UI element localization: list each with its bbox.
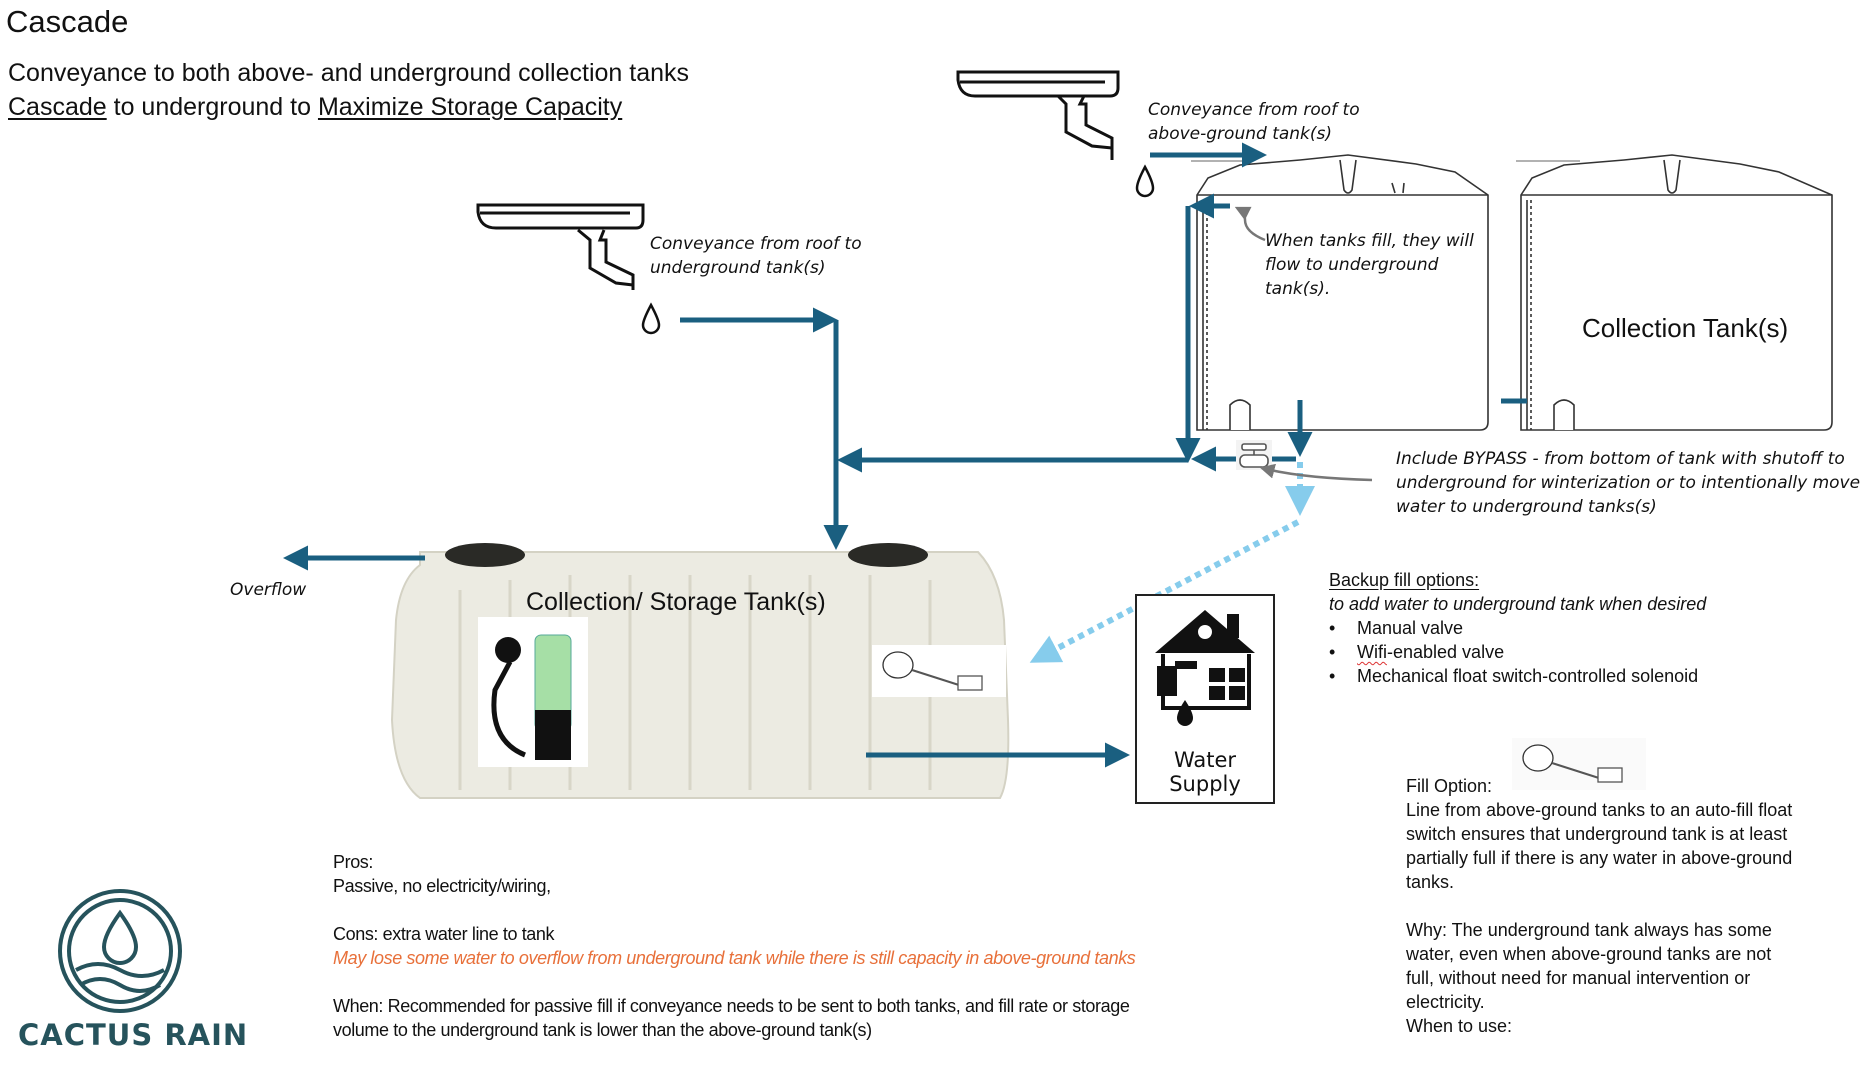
fill-option-desc-3: partially full if there is any water in … [1406,848,1793,868]
backup-option-mechanical: Mechanical float switch-controlled solen… [1329,664,1706,688]
cons-warning: May lose some water to overflow from und… [333,948,1136,968]
fill-option-why-3: full, without need for manual interventi… [1406,968,1751,988]
fill-option-why-4: electricity. [1406,992,1485,1012]
note-tanks-fill: When tanks fill, they will flow to under… [1265,231,1474,299]
note-bypass: Include BYPASS - from bottom of tank wit… [1396,449,1861,517]
float-switch-image [478,617,588,767]
gutter-icon-aboveground [956,70,1120,160]
fill-option-label: Fill Option: [1406,776,1493,796]
backup-option-manual: Manual valve [1329,616,1706,640]
backup-fill-section: Backup fill options: to add water to und… [1329,568,1706,688]
when-line-2: volume to the underground tank is lower … [333,1020,872,1040]
collection-tanks-label: Collection Tank(s) [1582,313,1789,343]
callout-arrow-bypass [1259,463,1373,482]
dotted-pipe-to-float [1029,519,1300,663]
note-roof-to-underground: Conveyance from roof to underground tank… [650,234,862,278]
backup-options-list: Manual valve Wifi-enabled valve Mechanic… [1329,616,1706,688]
storage-tank-label: Collection/ Storage Tank(s) [526,588,826,616]
subtitle-line-1: Conveyance to both above- and undergroun… [8,59,690,87]
maximize-storage-link-text: Maximize Storage Capacity [317,93,623,121]
fill-option-desc-2: switch ensures that underground tank is … [1406,824,1788,844]
float-valve-image-tank [872,645,1006,697]
fill-option-section: Fill Option: Line from above-ground tank… [1406,774,1792,1038]
aboveground-tank-2 [1520,154,1833,431]
pros-text: Passive, no electricity/wiring, [333,876,551,896]
page-title: Cascade [6,4,129,39]
water-supply-box: Water Supply [1135,594,1275,804]
subtitle-line-2: Cascade to underground to Maximize Stora… [8,90,622,124]
pros-cons-section: Pros: Passive, no electricity/wiring, Co… [333,850,1136,1042]
backup-subheading: to add water to underground tank when de… [1329,594,1707,614]
fill-option-why-2: water, even when above-ground tanks are … [1406,944,1772,964]
cascade-link-text: Cascade [8,93,107,121]
shutoff-valve-icon [1236,440,1272,470]
cons-label: Cons: extra water line to tank [333,924,555,944]
backup-heading: Backup fill options: [1329,570,1480,590]
aboveground-tank-1 [1196,154,1489,431]
logo-text: CACTUS RAIN [18,1018,249,1052]
pros-label: Pros: [333,852,374,872]
callout-arrow-tanks-fill [1234,206,1266,242]
gutter-icon-underground [476,203,645,290]
logo-icon [58,889,182,1013]
note-roof-to-aboveground: Conveyance from roof to above-ground tan… [1148,100,1360,144]
float-valve-image-fill-option [1512,738,1646,790]
house-faucet-icon [1155,610,1255,726]
when-line-1: When: Recommended for passive fill if co… [333,996,1130,1016]
subtitle-mid-text: to underground to [106,93,318,121]
note-overflow: Overflow [230,580,307,600]
fill-option-desc-4: tanks. [1406,872,1455,892]
fill-option-when: When to use: [1406,1016,1513,1036]
water-drop-icon-2 [1135,164,1155,198]
fill-option-desc-1: Line from above-ground tanks to an auto-… [1406,800,1793,820]
water-supply-label: Water Supply [1169,748,1241,796]
water-drop-icon-1 [641,302,661,335]
fill-option-why-1: Why: The underground tank always has som… [1406,920,1772,940]
backup-option-wifi: Wifi-enabled valve [1329,640,1706,664]
